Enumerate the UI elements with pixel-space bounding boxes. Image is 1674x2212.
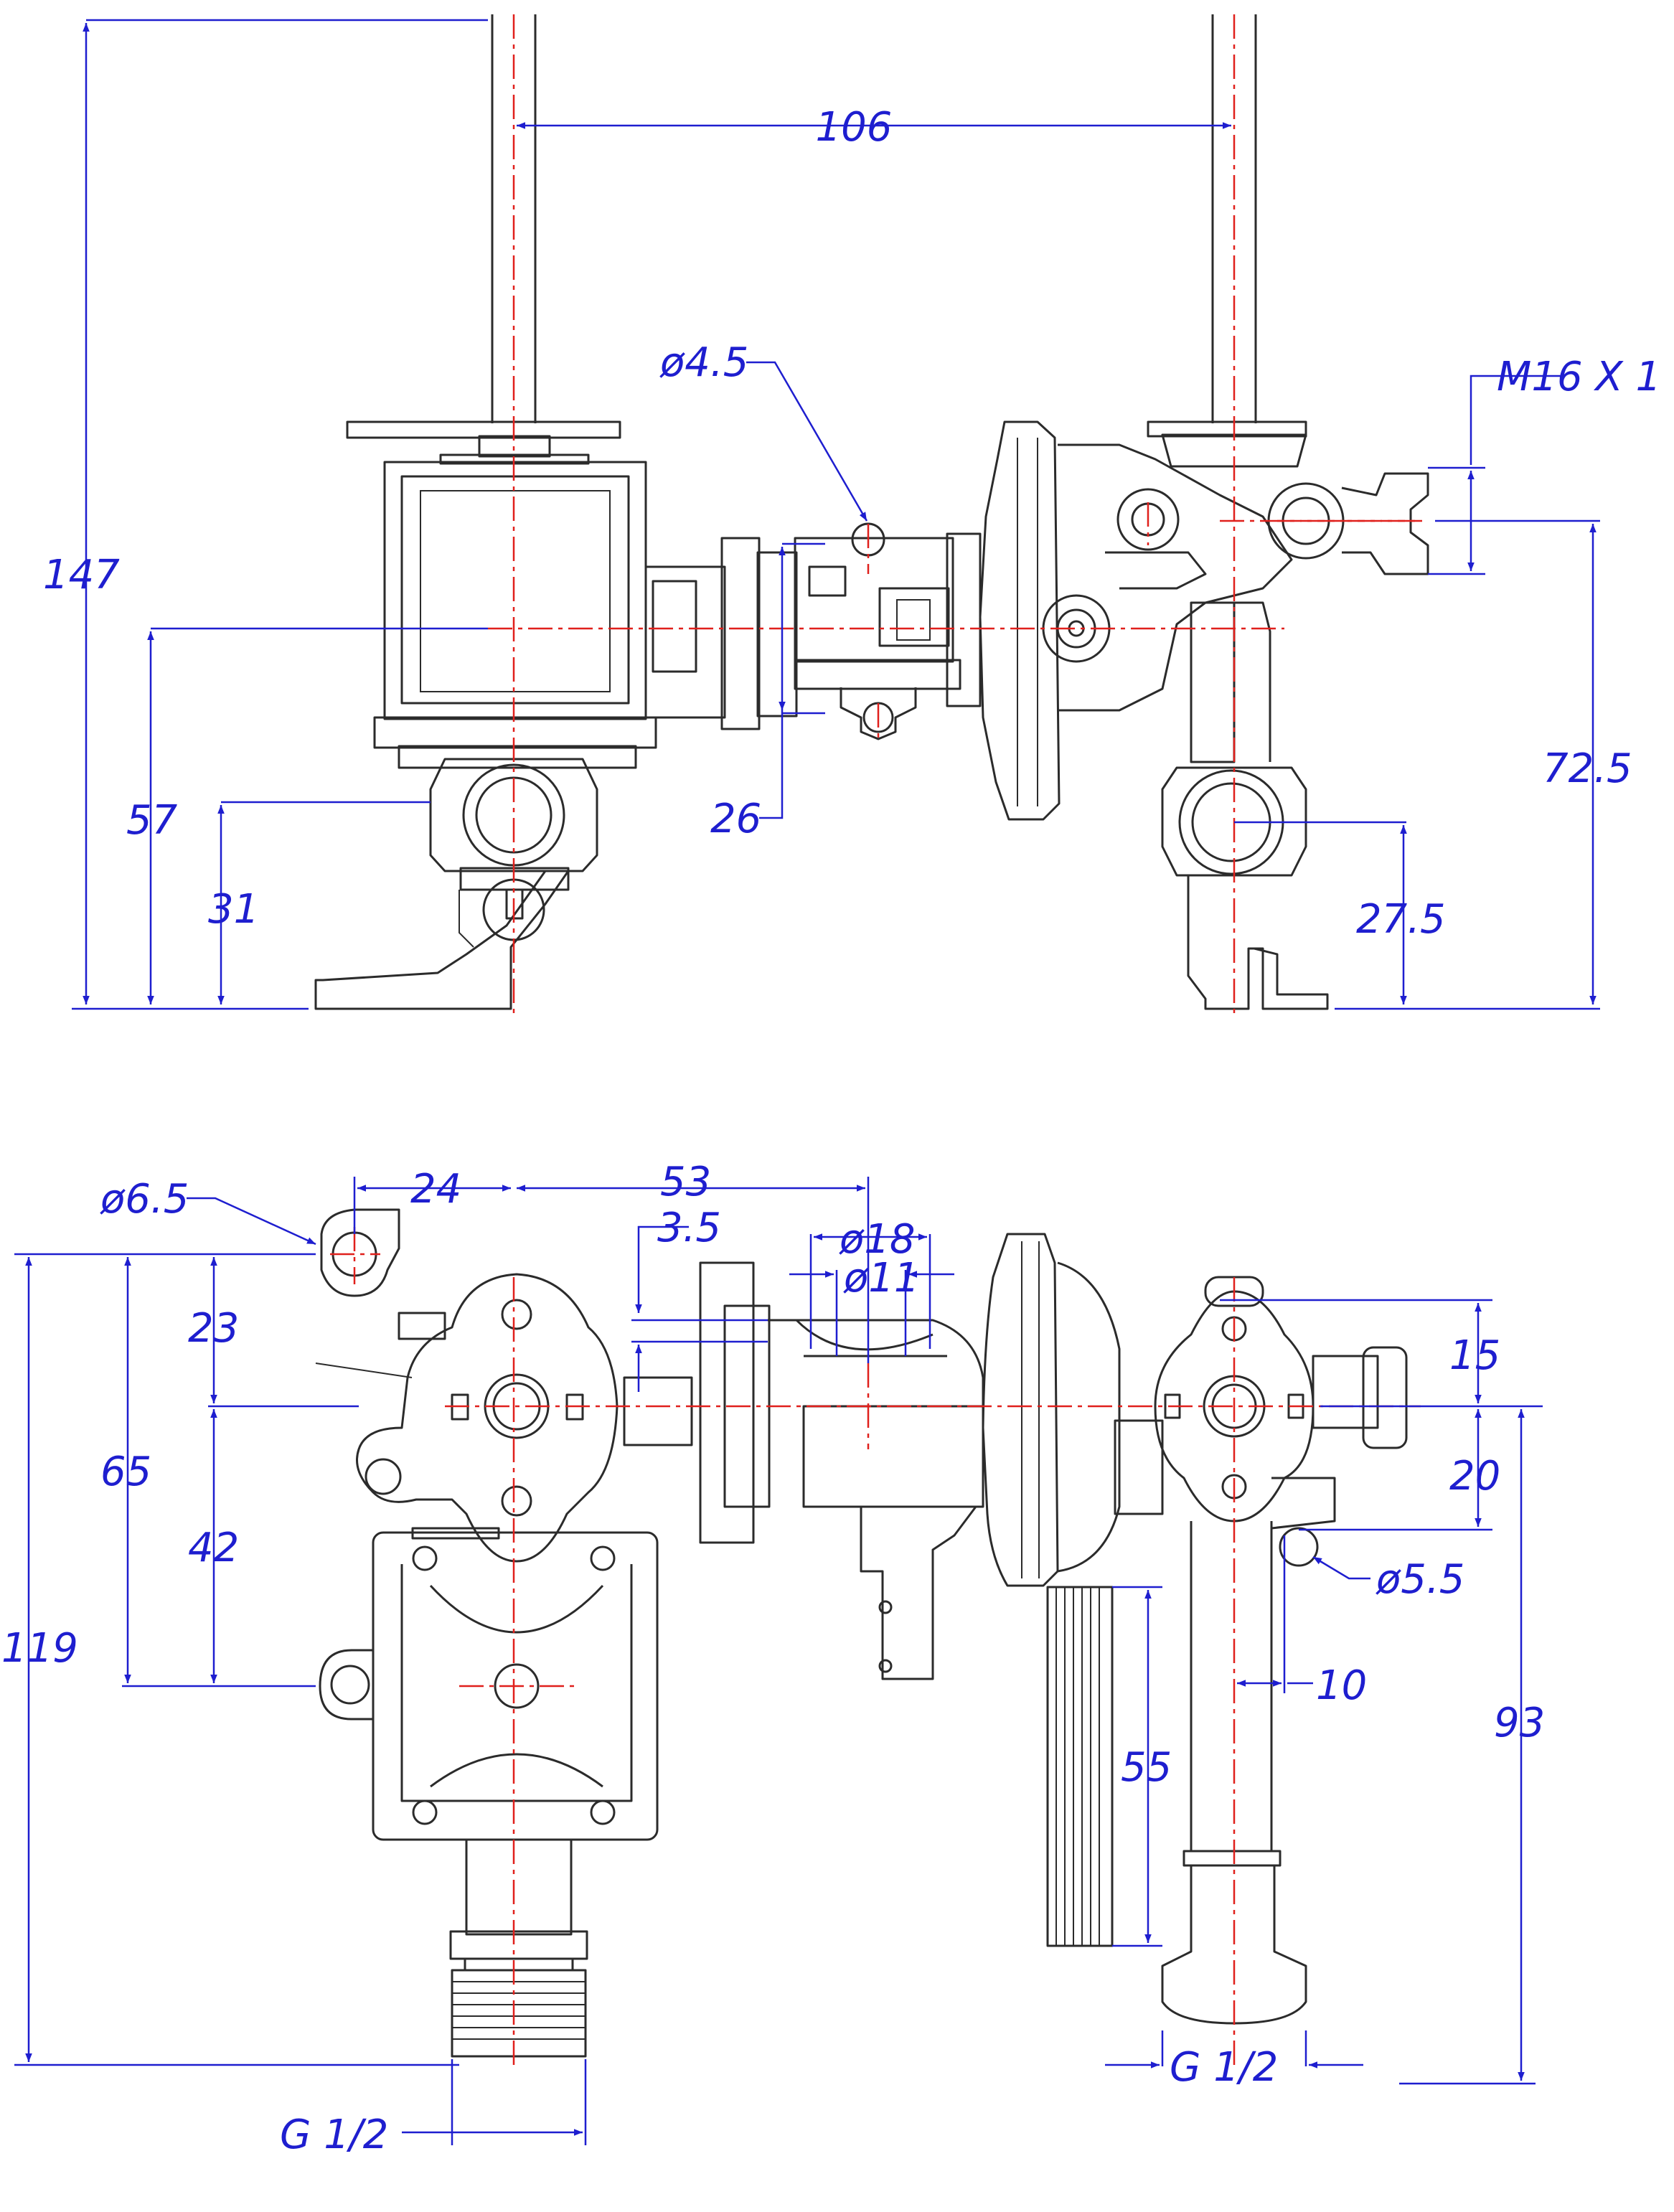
dim-g-half-right-label: G 1/2 [1170,2044,1278,2091]
dim-106-label: 106 [816,104,893,151]
right-rod [1211,14,1257,423]
dim-23-label: 23 [188,1305,239,1352]
solenoid-coil [373,461,657,769]
left-regulator [315,1273,619,1563]
left-bracket-foot [314,870,570,1010]
right-regulator [1154,1276,1408,1522]
dim-10-label: 10 [1316,1662,1367,1709]
front-dimensions: 106 147 57 31 26 ø4.5 [43,19,1661,1010]
dim-57-label: 57 [126,797,178,844]
dim-27-5-label: 27.5 [1356,896,1446,943]
front-center-lines [488,14,1428,1019]
dim-d4-5-label: ø4.5 [659,339,748,386]
dim-31-label: 31 [208,886,259,933]
connector-block [644,522,982,740]
dim-g-half-left-label: G 1/2 [280,2112,388,2158]
top-center-lines [330,1227,1421,2066]
diaphragm-valve [979,420,1293,821]
front-view: 106 147 57 31 26 ø4.5 [43,14,1661,1019]
left-top-ear [320,1208,446,1340]
left-rod [491,14,537,423]
right-flange [1147,420,1307,468]
spline-shaft [1046,1586,1114,1947]
dim-3-5-label: 3.5 [657,1205,721,1251]
dim-42-label: 42 [188,1525,239,1571]
dim-53-label: 53 [660,1159,711,1205]
dim-20-label: 20 [1449,1453,1500,1500]
dim-d11-label: ø11 [843,1255,920,1302]
top-diaphragm [982,1233,1121,1587]
left-flange [346,420,621,465]
top-view: ø6.5 24 53 3.5 ø18 ø11 [1,1159,1545,2158]
dim-55-label: 55 [1121,1744,1172,1791]
top-coil [372,1527,659,1841]
dim-119-label: 119 [1,1625,78,1672]
dim-d5-5-label: ø5.5 [1376,1556,1464,1603]
dim-d6-5-label: ø6.5 [100,1176,189,1223]
dim-24-label: 24 [410,1166,461,1213]
dim-65-label: 65 [100,1449,151,1495]
dim-15-label: 15 [1449,1332,1500,1379]
dim-d18-label: ø18 [839,1216,916,1263]
dim-147-label: 147 [43,552,120,598]
top-dimensions: ø6.5 24 53 3.5 ø18 ø11 [1,1159,1545,2158]
dim-26-label: 26 [710,796,761,842]
dim-m16-label: M16 X 1 [1497,354,1661,400]
thread-lines [452,1981,586,2040]
left-thread-inlet [449,1838,588,2058]
dim-72-5-label: 72.5 [1543,745,1632,792]
left-mid-ear [319,1649,373,1721]
dim-93-label: 93 [1494,1700,1545,1746]
